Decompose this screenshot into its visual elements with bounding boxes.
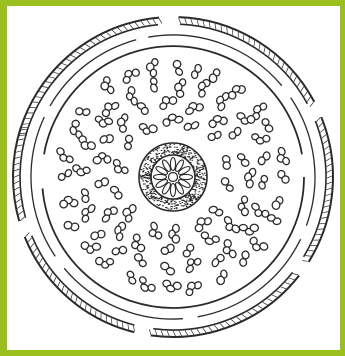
granule-44 (147, 77, 161, 93)
granule-42 (99, 98, 121, 118)
granule-66 (208, 114, 228, 128)
granule-2 (267, 214, 281, 226)
granule-53 (199, 231, 220, 247)
granule-18 (98, 76, 115, 96)
granule-52 (220, 215, 241, 237)
granule-60 (92, 152, 111, 166)
granule-7 (161, 278, 182, 294)
rosette-lobe-9 (170, 158, 175, 171)
ring-outer-3 (198, 239, 301, 317)
granule-63 (135, 102, 150, 116)
granule-68 (235, 153, 251, 168)
granule-48 (235, 111, 256, 127)
granule-1 (272, 197, 283, 210)
granule-9 (124, 270, 140, 286)
granule-21 (170, 59, 188, 77)
ring-outer-4 (64, 268, 183, 319)
rosette-lobe-0 (180, 174, 193, 179)
granule-39 (71, 164, 90, 178)
granule-10 (95, 257, 113, 268)
granule-50 (258, 151, 271, 166)
granule-57 (113, 221, 127, 241)
granule-26 (259, 118, 276, 134)
granule-58 (98, 204, 119, 224)
rosette-lobe-3 (170, 184, 175, 197)
granule-67 (228, 126, 242, 141)
granule-72 (168, 224, 180, 243)
granule-11 (81, 242, 101, 255)
granule-84 (208, 205, 223, 218)
granule-46 (194, 77, 211, 98)
ring-outer-5 (31, 117, 55, 256)
granule-14 (57, 166, 73, 183)
granule-36 (89, 227, 106, 244)
granule-35 (111, 243, 128, 260)
granule-55 (160, 241, 176, 257)
granule-27 (273, 146, 291, 167)
granule-3 (247, 236, 269, 255)
granule-31 (211, 252, 225, 269)
granule-45 (173, 77, 188, 98)
granule-77 (121, 134, 136, 151)
granule-51 (256, 174, 271, 190)
granule-12 (63, 218, 80, 234)
central-nucleus (139, 143, 207, 211)
granule-61 (99, 131, 115, 147)
granule-23 (208, 69, 221, 83)
granule-73 (145, 221, 163, 242)
granule-8 (135, 275, 156, 296)
granule-79 (161, 112, 183, 127)
granule-17 (75, 104, 91, 119)
granule-38 (77, 188, 93, 204)
granule-20 (146, 58, 159, 77)
granule-5 (215, 270, 228, 285)
granule-62 (116, 113, 128, 132)
granule-47 (213, 90, 231, 112)
granule-28 (248, 202, 270, 222)
granule-80 (183, 118, 200, 135)
granule-13 (59, 196, 78, 209)
granule-83 (219, 177, 236, 192)
granule-74 (120, 202, 137, 223)
outer-wall-hatch-4 (26, 233, 135, 332)
granule-78 (138, 122, 158, 136)
rosette-lobe-6 (154, 174, 167, 179)
granule-69 (242, 167, 257, 189)
granule-43 (125, 86, 138, 106)
outer-wall-inner-edge-5 (20, 131, 27, 218)
granule-70 (237, 196, 249, 216)
granule-76 (109, 158, 129, 178)
granule-29 (239, 223, 259, 235)
granule-15 (54, 146, 75, 166)
rosette-center (169, 173, 178, 182)
granule-59 (94, 175, 110, 192)
granule-0 (276, 169, 292, 184)
granule-6 (182, 277, 202, 297)
granule-4 (238, 251, 251, 267)
ring-outer-2 (291, 98, 315, 226)
outer-wall-hatch-0 (19, 19, 162, 136)
granule-75 (108, 185, 124, 200)
granule-33 (159, 261, 176, 275)
granule-64 (156, 92, 178, 112)
granule-56 (128, 233, 145, 254)
cell-cross-section-diagram (7, 6, 340, 350)
granule-71 (191, 213, 212, 233)
granule-34 (132, 253, 149, 268)
granule-81 (207, 128, 223, 144)
granule-41 (94, 114, 114, 129)
granule-19 (120, 65, 141, 85)
granule-22 (191, 64, 202, 78)
granule-65 (183, 99, 204, 116)
granule-54 (183, 244, 194, 257)
granule-82 (218, 154, 235, 171)
granule-37 (78, 202, 97, 224)
granule-49 (251, 133, 270, 144)
